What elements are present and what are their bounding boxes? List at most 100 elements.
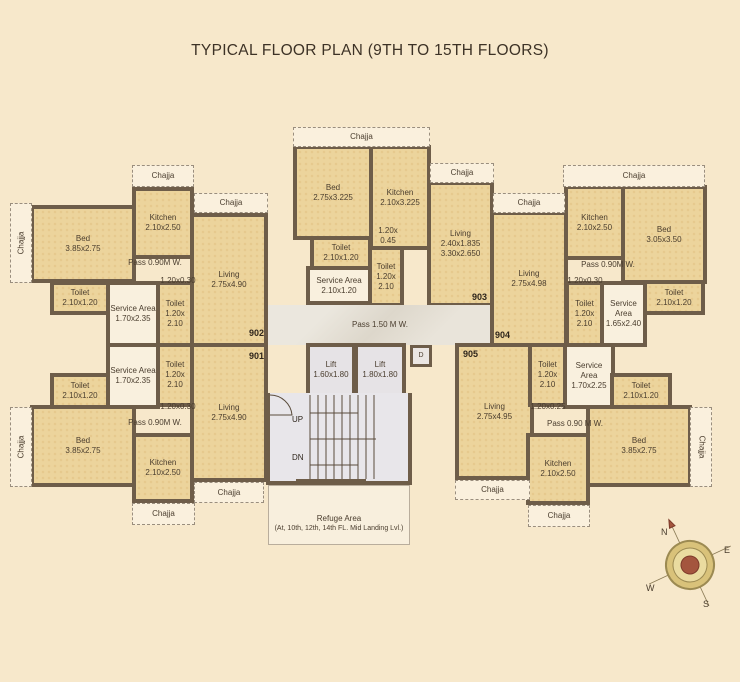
room-label: Bed	[325, 182, 341, 192]
room-dimensions: 2.10x1.20	[62, 391, 98, 400]
room-dimensions: 1.65x2.40	[605, 319, 642, 328]
flat-number-905: 905	[463, 349, 479, 359]
passage-label: 1.20x0.30	[565, 276, 605, 286]
room-dimensions: 2.10x2.50	[145, 468, 181, 477]
room-dimensions: 2.75x3.225	[313, 192, 353, 202]
passage-label: 1.20x0.30	[158, 402, 198, 412]
flat-number-901: 901	[249, 351, 265, 361]
chajja-balcony: Chajja	[293, 127, 430, 147]
room-label: Chajja	[217, 487, 241, 497]
flat-number-903: 903	[472, 292, 488, 302]
room-dimensions: (At, 10th, 12th, 14th FL. Mid Landing Lv…	[274, 525, 404, 532]
room-label: Service Area	[316, 275, 362, 285]
room-dimensions: 2.75x4.90	[211, 412, 247, 422]
passage-dimension: 1.20x0.30	[160, 276, 196, 285]
room-label: Toilet	[331, 243, 351, 252]
room-dimensions: 2.10x1.20	[62, 298, 98, 307]
chajja-balcony: Chajja	[10, 203, 32, 283]
room-label: Toilet	[664, 287, 684, 297]
stair-down-label: DN	[292, 453, 304, 462]
room-dimensions: 2.10x3.225	[380, 197, 420, 207]
chajja-balcony: Chajja	[10, 407, 32, 487]
room-label: Service Area	[110, 304, 156, 313]
room-label: Living	[450, 229, 471, 238]
flat-number-902: 902	[249, 328, 265, 338]
passage-dimension: 1.20x 0.45	[378, 226, 398, 245]
passage-label: Pass 0.90 M W.	[535, 417, 615, 431]
passage-dimension: 1.20x0.30	[567, 276, 603, 285]
room-label: Toilet	[70, 288, 90, 297]
room-label: Chajja	[450, 168, 474, 177]
room-label: Kitchen	[149, 213, 177, 222]
room-label: Bed	[631, 436, 647, 445]
passage-dimension: Pass 0.90M W.	[128, 418, 182, 427]
room-label: Living	[518, 269, 540, 278]
room-dimensions: 2.10x1.20	[321, 285, 357, 295]
chajja-balcony: Chajja	[455, 480, 530, 500]
room-dimensions: 2.10x1.20	[656, 297, 692, 307]
room-label: Kitchen	[149, 458, 177, 467]
room-dimensions: 2.75x4.98	[511, 279, 547, 288]
room-label: Kitchen	[544, 459, 572, 468]
compass-north: N	[661, 527, 668, 537]
chajja-balcony: Chajja	[528, 505, 590, 527]
room-label: Chajja	[350, 132, 373, 141]
room-label: Bed	[75, 234, 91, 243]
chajja-balcony: Chajja	[132, 503, 195, 525]
room-dimensions: 3.85x2.75	[621, 446, 657, 455]
room-dimensions: 2.10x1.20	[323, 253, 359, 262]
room-dimensions: 1.20x 2.10	[537, 370, 558, 389]
room-label: Lift	[374, 360, 386, 369]
chajja-balcony: Chajja	[194, 193, 268, 213]
compass-icon: N E S W	[646, 518, 731, 609]
room-label: Chajja	[481, 485, 504, 494]
room-label: Toilet	[70, 381, 90, 390]
common-passage: Pass 1.50 M W.	[268, 305, 492, 345]
compass-west: W	[646, 583, 655, 593]
room-label: Chajja	[16, 435, 25, 459]
room-label: Chajja	[622, 171, 646, 180]
room-label: Toilet	[538, 360, 557, 369]
flat-number-904: 904	[495, 330, 511, 340]
passage-dimension: Pass 0.90M W.	[128, 258, 182, 267]
passage-dimension: 1.20x0.25	[530, 402, 566, 411]
compass-east: E	[724, 545, 730, 555]
room-dimensions: 1.20x 2.10	[165, 309, 185, 328]
page-title: TYPICAL FLOOR PLAN (9TH TO 15TH FLOORS)	[191, 42, 549, 59]
room-dimensions: 1.70x2.25	[571, 381, 607, 390]
chajja-balcony: Chajja	[563, 165, 705, 187]
room-label: Service Area	[110, 366, 156, 375]
room-label: Bed	[656, 224, 672, 234]
compass-south: S	[703, 599, 709, 609]
room-label: Toilet	[631, 381, 651, 390]
room-label: Living	[484, 401, 505, 411]
room-label: Chajja	[16, 231, 25, 255]
room-label: Service Area	[610, 299, 637, 318]
room-label: Chajja	[219, 198, 243, 207]
room-dimensions: 2.40x1.835 3.30x2.650	[440, 239, 481, 258]
room-dimensions: 2.10x2.50	[576, 222, 613, 232]
room-dimensions: 1.60x1.80	[313, 370, 349, 379]
room-label: Kitchen	[581, 212, 608, 222]
room-label: D	[418, 352, 424, 359]
room-dimensions: 1.20x 2.10	[376, 271, 396, 291]
